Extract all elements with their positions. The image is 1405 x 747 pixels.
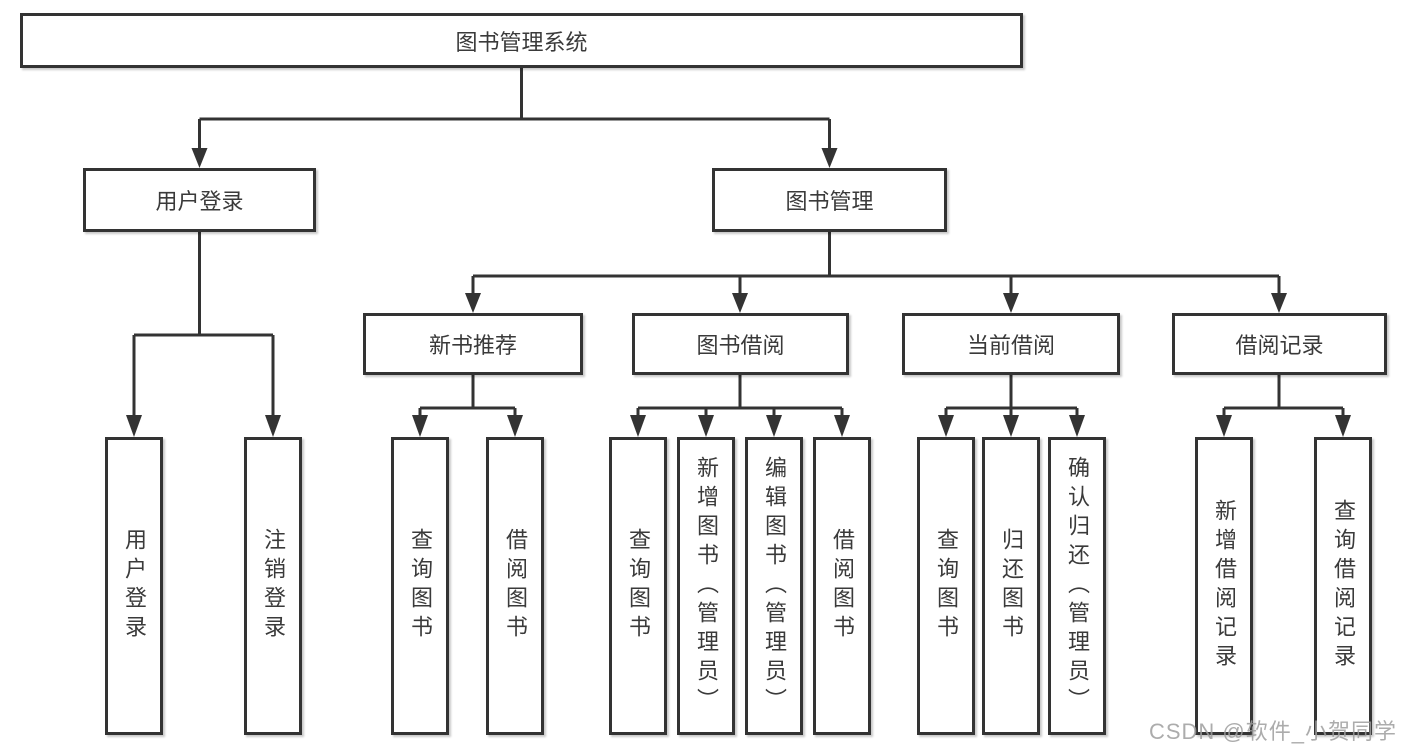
arrow-down-icon [732,293,748,313]
leaf-add-book-admin: 新增图书（管理员） [677,437,735,735]
leaf-label: 借阅图书 [830,528,855,644]
connector-currentborrow-to-leaves [944,375,1079,417]
arrow-down-icon [126,415,142,437]
arrow-down-icon [507,415,523,437]
leaf-logout: 注销登录 [244,437,302,735]
arrow-down-icon [1216,415,1232,437]
leaf-label: 查询图书 [408,528,433,644]
arrow-down-icon [412,415,428,437]
arrow-down-icon [1003,415,1019,437]
arrow-down-icon [766,415,782,437]
leaf-label: 用户登录 [122,528,147,644]
arrow-down-icon [938,415,954,437]
leaf-query-book-2: 查询图书 [609,437,667,735]
leaf-label: 注销登录 [261,528,286,644]
arrow-down-icon [465,293,481,313]
leaf-label: 查询图书 [626,528,651,644]
leaf-label: 确认归还（管理员） [1065,455,1090,717]
leaf-label: 查询借阅记录 [1331,499,1356,673]
leaf-label: 编辑图书（管理员） [762,455,787,717]
node-book-management: 图书管理 [712,168,947,232]
arrow-down-icon [630,415,646,437]
connector-newbook-to-leaves [418,375,517,417]
watermark: CSDN @软件_小贺同学 [1148,719,1397,744]
leaf-query-borrow-record: 查询借阅记录 [1314,437,1372,735]
node-new-book-recommend: 新书推荐 [363,313,583,375]
leaf-add-borrow-record: 新增借阅记录 [1195,437,1253,735]
arrow-down-icon [1003,293,1019,313]
arrow-down-icon [1069,415,1085,437]
arrow-down-icon [834,415,850,437]
arrow-down-icon [1271,293,1287,313]
arrow-down-icon [1335,415,1351,437]
node-root: 图书管理系统 [20,13,1023,68]
leaf-user-login: 用户登录 [105,437,163,735]
leaf-label: 查询图书 [934,528,959,644]
node-current-borrow: 当前借阅 [902,313,1120,375]
leaf-label: 新增借阅记录 [1212,499,1237,673]
leaf-borrow-book-2: 借阅图书 [813,437,871,735]
node-borrow-record: 借阅记录 [1172,313,1387,375]
arrow-down-markers [126,148,1351,437]
leaf-confirm-return-admin: 确认归还（管理员） [1048,437,1106,735]
connector-userlogin-to-leaves [132,232,275,417]
arrow-down-icon [265,415,281,437]
leaf-label: 借阅图书 [503,528,528,644]
node-user-login: 用户登录 [83,168,316,232]
connector-bookborrow-to-leaves [636,375,844,417]
leaf-label: 新增图书（管理员） [694,455,719,717]
leaf-label: 归还图书 [999,528,1024,644]
arrow-down-icon [821,148,838,168]
arrow-down-icon [191,148,208,168]
arrow-down-icon [698,415,714,437]
connector-borrowrecord-to-leaves [1222,375,1345,417]
leaf-query-book-1: 查询图书 [391,437,449,735]
node-book-borrow: 图书借阅 [632,313,849,375]
leaf-edit-book-admin: 编辑图书（管理员） [745,437,803,735]
connector-bookmgmt-to-level3 [471,232,1281,295]
leaf-borrow-book-1: 借阅图书 [486,437,544,735]
leaf-query-book-3: 查询图书 [917,437,975,735]
leaf-return-book: 归还图书 [982,437,1040,735]
connector-root-to-level2 [198,68,831,150]
